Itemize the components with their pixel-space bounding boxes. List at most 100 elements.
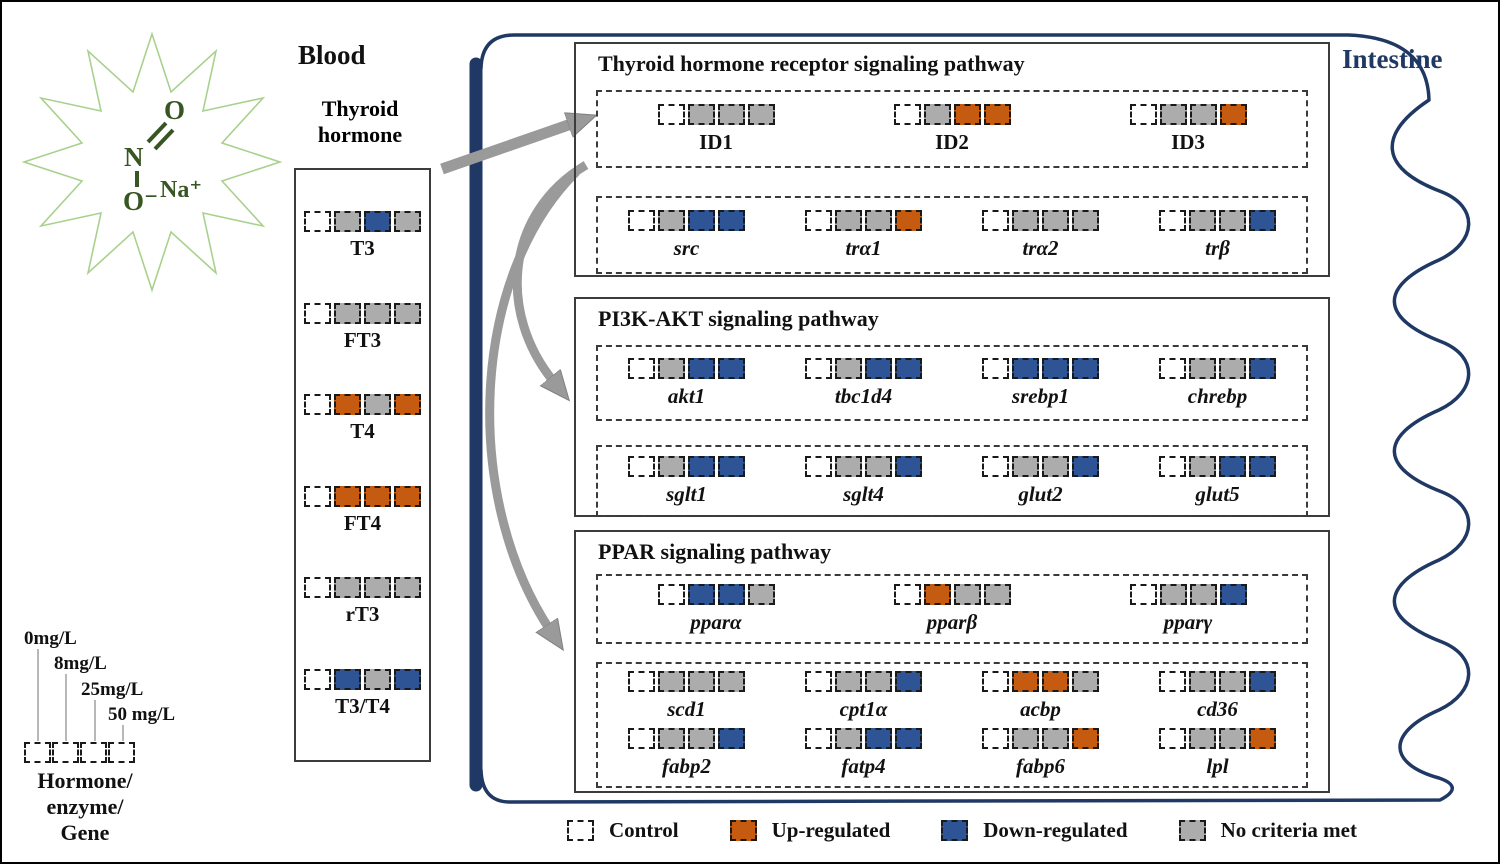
dose-cell-control: [628, 670, 655, 692]
dose-cell-control: [1159, 455, 1186, 477]
dose-label-0: 0mg/L: [24, 628, 77, 649]
dose-cells: [805, 209, 922, 231]
dose-cell-down: [718, 455, 745, 477]
dose-cells: [893, 583, 1011, 605]
legend-label: No criteria met: [1220, 818, 1357, 842]
dose-cell-none: [835, 728, 862, 750]
dose-cell-control: [982, 209, 1009, 231]
gene-block: src: [628, 209, 745, 261]
dose-label-25: 25mg/L: [81, 679, 144, 700]
dose-cell-none: [658, 728, 685, 750]
dose-cell-none: [1159, 103, 1187, 125]
dose-cell-up: [1219, 103, 1247, 125]
dose-cell-none: [687, 103, 715, 125]
gene-label: trβ: [1205, 235, 1230, 260]
hormone-label: rT3: [345, 602, 380, 627]
dose-cell-none: [1012, 209, 1039, 231]
dose-cell-none: [717, 103, 745, 125]
dose-cell-control: [1129, 583, 1157, 605]
dose-cell-none: [1072, 670, 1099, 692]
dose-cells: [304, 577, 421, 599]
gene-block: fabp2: [628, 728, 745, 779]
gene-label: ID1: [699, 129, 733, 154]
dose-cells: [1159, 728, 1276, 750]
gene-label: fatp4: [841, 754, 886, 779]
dose-cell-none: [835, 670, 862, 692]
dose-cell-down: [1072, 455, 1099, 477]
legend-label: Control: [609, 818, 679, 842]
gene-block: pparα: [657, 583, 775, 635]
dose-cells: [657, 103, 775, 125]
dose-cells: [304, 394, 421, 416]
to-ppar-pathway-arrow: [485, 168, 580, 630]
dose-cell-none: [983, 583, 1011, 605]
dose-cell-control: [628, 357, 655, 379]
legend-label: Down-regulated: [983, 818, 1128, 842]
dose-cell-none: [1189, 728, 1216, 750]
atom-n-label: N: [124, 142, 144, 172]
dose-cell-none: [1189, 455, 1216, 477]
gene-label: trα1: [845, 235, 882, 260]
dose-cells: [304, 302, 421, 324]
blood-right-border: [431, 32, 435, 810]
gene-block: akt1: [628, 357, 745, 409]
dose-cell-none: [1012, 728, 1039, 750]
dose-cell-up: [1072, 728, 1099, 750]
dose-cell-up: [394, 485, 421, 507]
gene-block: cd36: [1159, 670, 1276, 722]
gene-block: ID3: [1129, 103, 1247, 155]
gene-label: acbp: [1020, 696, 1061, 721]
dose-cells: [982, 357, 1099, 379]
dose-cell-none: [334, 211, 361, 233]
dose-cell-down: [895, 670, 922, 692]
dose-cell-control: [1159, 209, 1186, 231]
dose-cell-control: [982, 670, 1009, 692]
dose-cell-down: [364, 211, 391, 233]
gene-label: fabp6: [1016, 754, 1065, 779]
legend-item: No criteria met: [1178, 818, 1357, 843]
hormone-label: T4: [350, 419, 375, 444]
blood-title: Blood: [298, 40, 366, 70]
dose-label-50: 50 mg/L: [108, 704, 176, 725]
gene-block: scd1: [628, 670, 745, 722]
legend-label: Up-regulated: [771, 818, 891, 842]
legend-item: Control: [567, 818, 679, 843]
dose-cell-control: [893, 583, 921, 605]
dose-cell-up: [983, 103, 1011, 125]
dose-cell-none: [1189, 209, 1216, 231]
gene-block: T4: [304, 394, 421, 444]
dose-cell-none: [364, 394, 391, 416]
dose-cell-control: [304, 577, 331, 599]
dose-caption-line1: Hormone/: [37, 768, 133, 793]
dose-cells: [893, 103, 1011, 125]
dose-cell-up: [923, 583, 951, 605]
gene-label: lpl: [1206, 754, 1229, 779]
atom-o-double-label: O: [164, 95, 186, 125]
gene-label: cd36: [1197, 696, 1238, 721]
dose-cell-down: [1219, 455, 1246, 477]
dose-cell-none: [747, 583, 775, 605]
dose-cell-none: [953, 583, 981, 605]
dose-cell-control: [805, 209, 832, 231]
dose-cells: [1159, 209, 1276, 231]
gene-label: srebp1: [1011, 383, 1070, 408]
dose-cells: [304, 211, 421, 233]
dose-cell-down: [1249, 209, 1276, 231]
dose-cell-control: [657, 103, 685, 125]
dose-cell-control: [982, 728, 1009, 750]
dose-cell-control: [893, 103, 921, 125]
gene-block: glut5: [1159, 455, 1276, 507]
blood-subtitle-line1: Thyroid: [321, 96, 399, 121]
dose-cell-up: [729, 820, 757, 841]
gene-label: sglt1: [666, 481, 707, 506]
dose-cell-none: [1159, 583, 1187, 605]
dose-cell-down: [687, 583, 715, 605]
dose-cell-none: [747, 103, 775, 125]
dose-cell-none: [394, 302, 421, 324]
